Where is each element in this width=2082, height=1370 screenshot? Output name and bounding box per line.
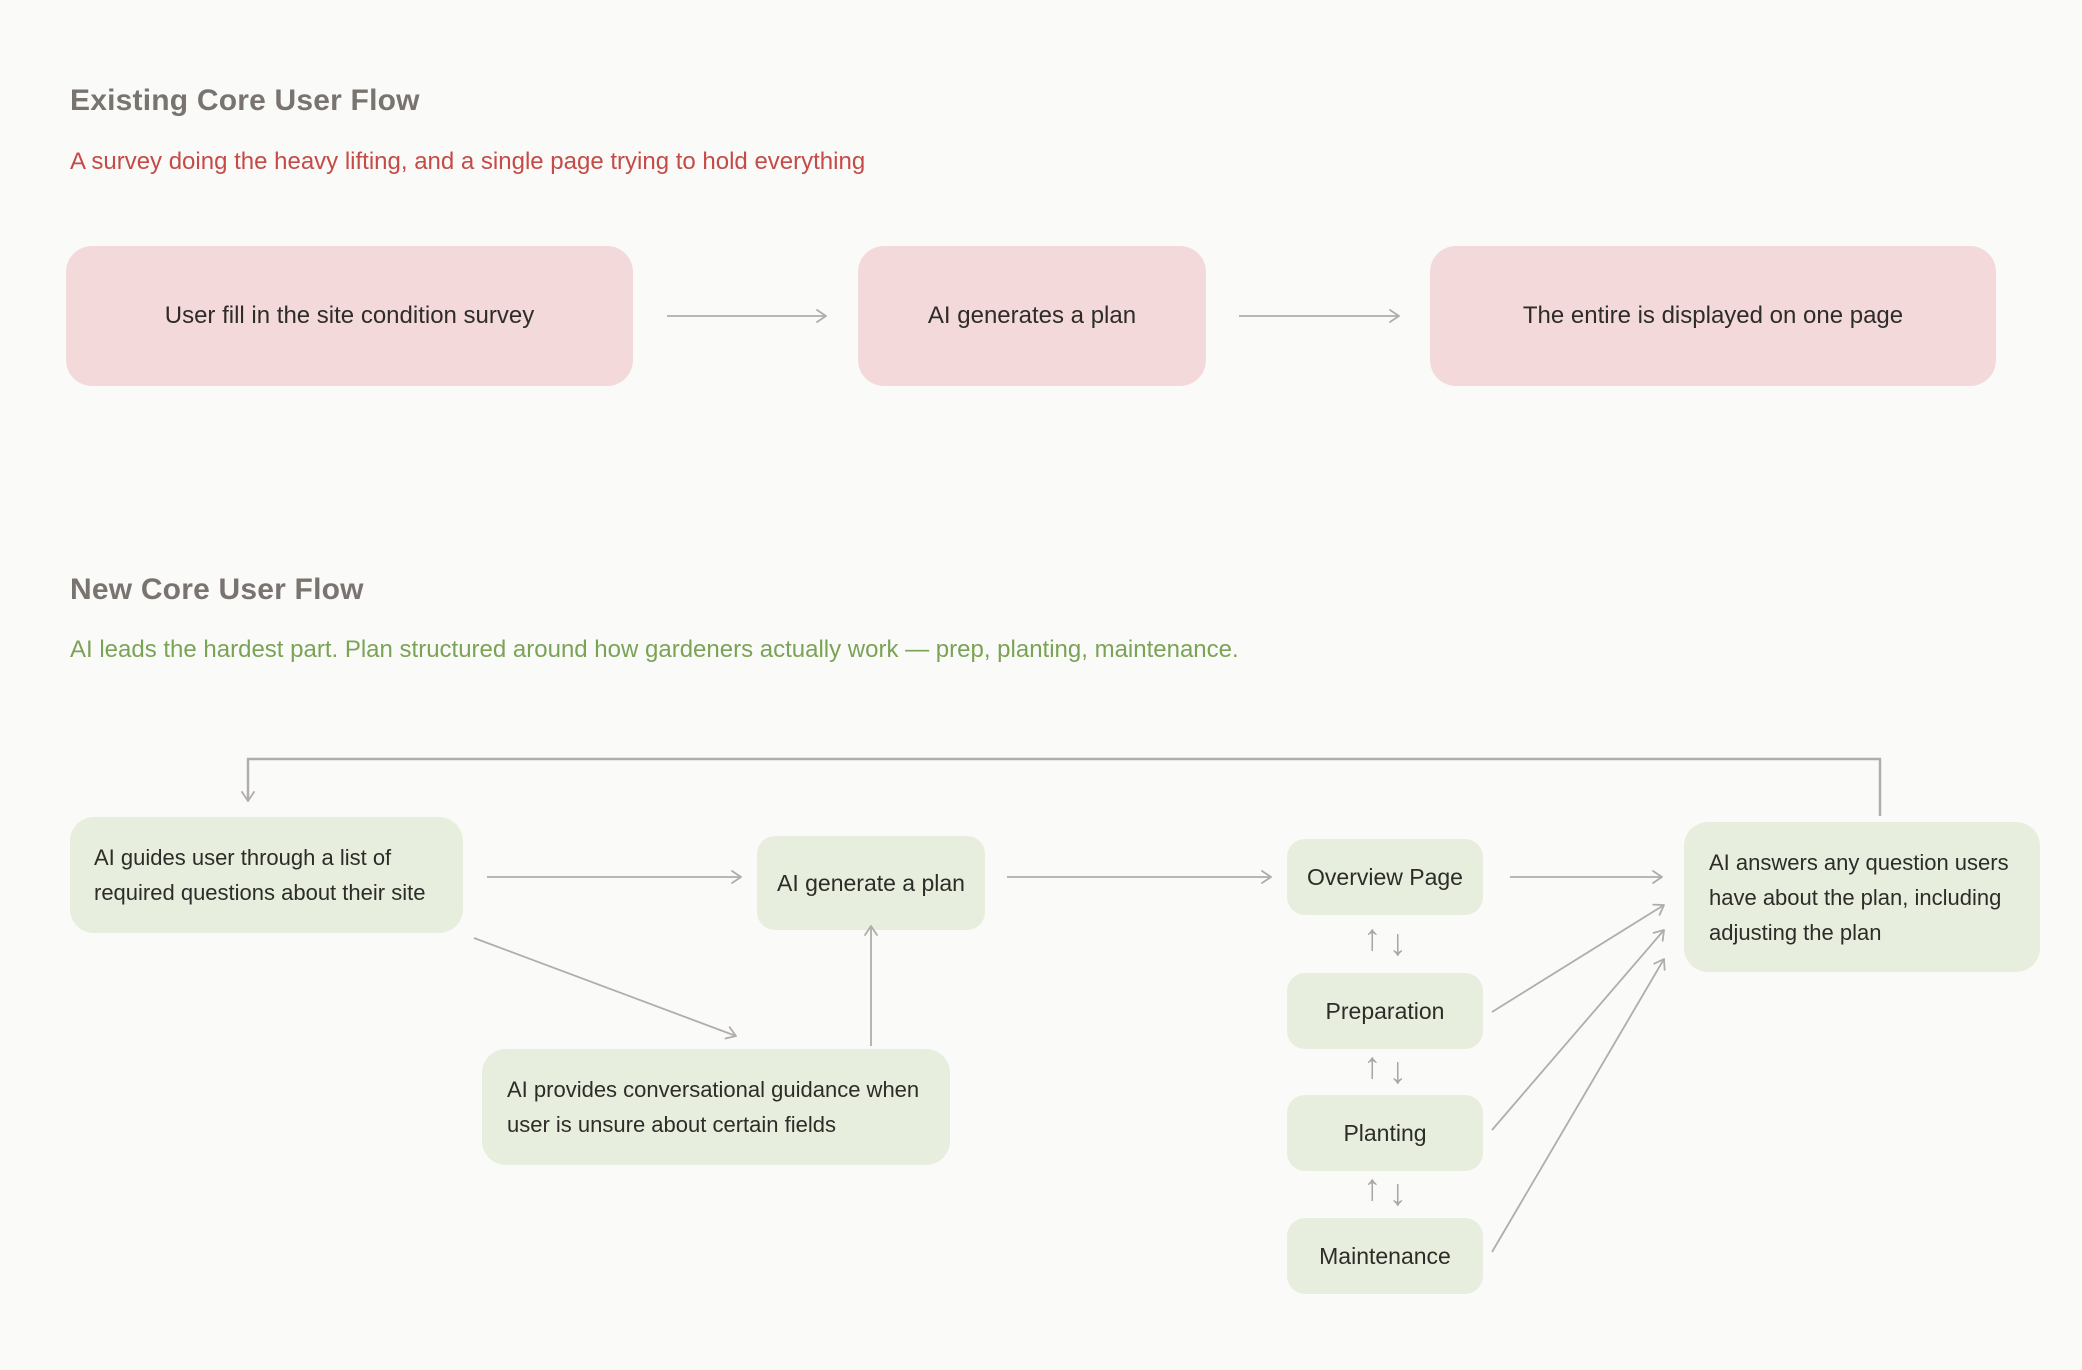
arrow-guide-to-guidance bbox=[473, 937, 737, 1040]
up-arrow-icon: ↑ bbox=[1363, 1045, 1382, 1086]
node-generate-plan: AI generate a plan bbox=[757, 836, 985, 930]
up-arrow-icon: ↑ bbox=[1363, 917, 1382, 958]
new-flow-title: New Core User Flow bbox=[70, 573, 364, 606]
up-arrow-icon: ↑ bbox=[1363, 1167, 1382, 1208]
node-overview-page: Overview Page bbox=[1287, 839, 1483, 915]
node-preparation: Preparation bbox=[1287, 973, 1483, 1049]
existing-flow-subtitle: A survey doing the heavy lifting, and a … bbox=[70, 148, 866, 175]
node-ai-generates-plan: AI generates a plan bbox=[858, 246, 1206, 386]
updown-preparation-planting: ↑↓ bbox=[1287, 1045, 1483, 1091]
arrow-preparation-to-answers bbox=[1491, 903, 1665, 1013]
loop-answers-to-guide bbox=[241, 757, 1882, 816]
down-arrow-icon: ↓ bbox=[1388, 1172, 1408, 1213]
node-ai-answers: AI answers any question users have about… bbox=[1684, 822, 2040, 972]
node-guide-questions: AI guides user through a list of require… bbox=[70, 817, 463, 933]
existing-flow-title: Existing Core User Flow bbox=[70, 84, 420, 117]
down-arrow-icon: ↓ bbox=[1388, 922, 1408, 963]
node-planting: Planting bbox=[1287, 1095, 1483, 1171]
node-maintenance: Maintenance bbox=[1287, 1218, 1483, 1294]
arrow-planting-to-answers bbox=[1491, 929, 1665, 1131]
node-survey: User fill in the site condition survey bbox=[66, 246, 633, 386]
node-one-page-display: The entire is displayed on one page bbox=[1430, 246, 1996, 386]
arrow-maintenance-to-answers bbox=[1491, 958, 1666, 1253]
new-flow-subtitle: AI leads the hardest part. Plan structur… bbox=[70, 636, 1239, 663]
down-arrow-icon: ↓ bbox=[1388, 1050, 1408, 1091]
node-conversational-guidance: AI provides conversational guidance when… bbox=[482, 1049, 950, 1165]
updown-overview-preparation: ↑↓ bbox=[1287, 917, 1483, 963]
updown-planting-maintenance: ↑↓ bbox=[1287, 1167, 1483, 1213]
